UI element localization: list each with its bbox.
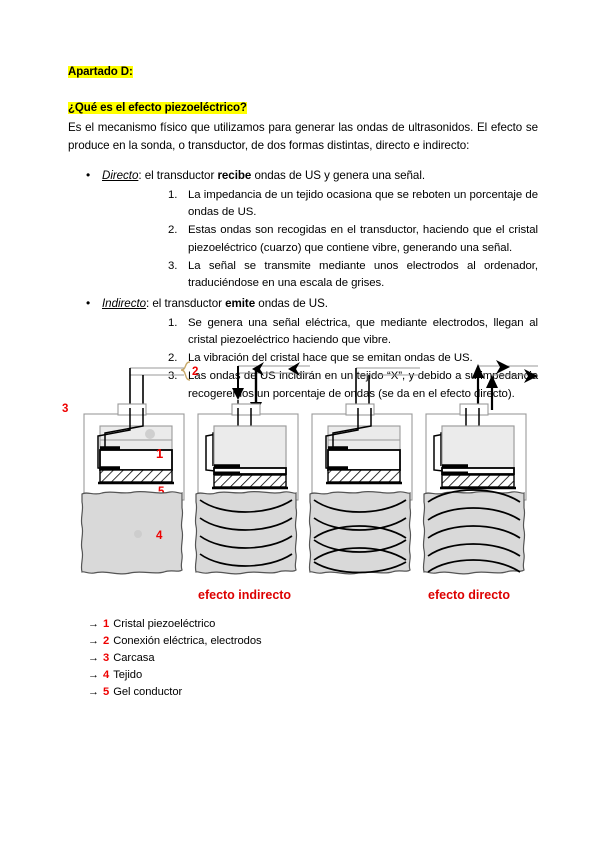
list-item: La impedancia de un tejido ocasiona que … xyxy=(168,187,538,219)
list-item: → 5 Gel conductor xyxy=(88,684,262,701)
intro-paragraph: Es el mecanismo físico que utilizamos pa… xyxy=(68,120,538,152)
bullet-direct-term: Directo xyxy=(102,169,139,183)
bullet-direct: Directo: el transductor recibe ondas de … xyxy=(68,166,538,185)
caption-direct-effect: efecto directo xyxy=(428,588,510,602)
bullet-indirect-term: Indirecto xyxy=(102,297,147,311)
list-item: La señal se transmite mediante unos elec… xyxy=(168,258,538,290)
list-item: Estas ondas son recogidas en el transduc… xyxy=(168,222,538,254)
legend-label: Conexión eléctrica, electrodos xyxy=(113,635,262,648)
list-item: → 3 Carcasa xyxy=(88,650,262,667)
arrow-right-icon: → xyxy=(88,635,99,648)
legend-label: Carcasa xyxy=(113,652,155,665)
probe-panel-2 xyxy=(197,403,299,501)
probe-panel-3 xyxy=(311,403,413,501)
legend-number: 5 xyxy=(103,686,110,699)
arrow-right-icon: → xyxy=(88,652,99,665)
tissue-block-1 xyxy=(80,490,184,575)
bullet-indirect-lead-before: : el transductor xyxy=(146,297,226,311)
legend-label: Gel conductor xyxy=(113,686,183,699)
figure-label-4: 4 xyxy=(156,530,163,542)
bullet-direct-lead-before: : el transductor xyxy=(138,169,218,183)
legend-number: 2 xyxy=(103,635,110,648)
bullet-indirect: Indirecto: el transductor emite ondas de… xyxy=(68,294,538,313)
figure-label-2: 2 xyxy=(192,366,198,378)
legend-number: 4 xyxy=(103,669,110,682)
figure-label-1: 1 xyxy=(156,446,163,461)
effects-list: Directo: el transductor recibe ondas de … xyxy=(68,166,538,404)
indirect-sublist: Se genera una señal eléctrica, que media… xyxy=(68,315,538,404)
section-heading-row: Apartado D: xyxy=(68,62,538,82)
direct-sublist: La impedancia de un tejido ocasiona que … xyxy=(68,187,538,294)
figure-legend: → 1 Cristal piezoeléctrico → 2 Conexión … xyxy=(88,616,262,701)
legend-label: Cristal piezoeléctrico xyxy=(113,618,216,630)
list-item: → 1 Cristal piezoeléctrico xyxy=(88,616,262,633)
figure-label-3: 3 xyxy=(62,403,68,415)
arrow-right-icon: → xyxy=(88,686,99,699)
caption-indirect-effect: efecto indirecto xyxy=(198,588,292,602)
tissue-block-2 xyxy=(194,490,298,575)
transducer-diagram: 2 xyxy=(60,358,542,610)
tissue-block-3 xyxy=(308,490,412,575)
probe-panel-1 xyxy=(83,403,185,501)
arrow-right-icon: → xyxy=(88,618,99,630)
bullet-indirect-lead-after: ondas de US. xyxy=(255,297,328,311)
tissue-block-4 xyxy=(422,489,526,575)
figure-label-5: 5 xyxy=(158,486,165,498)
text-content: Apartado D: ¿Qué es el efecto piezoeléct… xyxy=(68,62,538,405)
list-item: La vibración del cristal hace que se emi… xyxy=(168,350,473,368)
bullet-direct-lead-after: ondas de US y genera una señal. xyxy=(251,169,426,183)
list-item: Se genera una señal eléctrica, que media… xyxy=(168,315,538,347)
figure-captions: efecto indirecto efecto directo xyxy=(60,588,542,606)
question-heading-row: ¿Qué es el efecto piezoeléctrico? xyxy=(68,98,538,118)
probe-panel-4 xyxy=(425,403,527,501)
section-heading: Apartado D: xyxy=(68,66,133,78)
list-item: Indirecto: el transductor emite ondas de… xyxy=(68,294,538,404)
legend-label: Tejido xyxy=(113,669,143,682)
bullet-indirect-lead-strong: emite xyxy=(225,297,256,311)
legend-number: 3 xyxy=(103,652,110,665)
bullet-direct-lead-strong: recibe xyxy=(217,169,252,183)
arrow-right-icon: → xyxy=(88,669,99,682)
list-item: Directo: el transductor recibe ondas de … xyxy=(68,166,538,294)
legend-number: 1 xyxy=(103,618,110,630)
question-heading: ¿Qué es el efecto piezoeléctrico? xyxy=(68,101,247,114)
list-item: → 2 Conexión eléctrica, electrodos xyxy=(88,633,262,650)
list-item: → 4 Tejido xyxy=(88,667,262,684)
